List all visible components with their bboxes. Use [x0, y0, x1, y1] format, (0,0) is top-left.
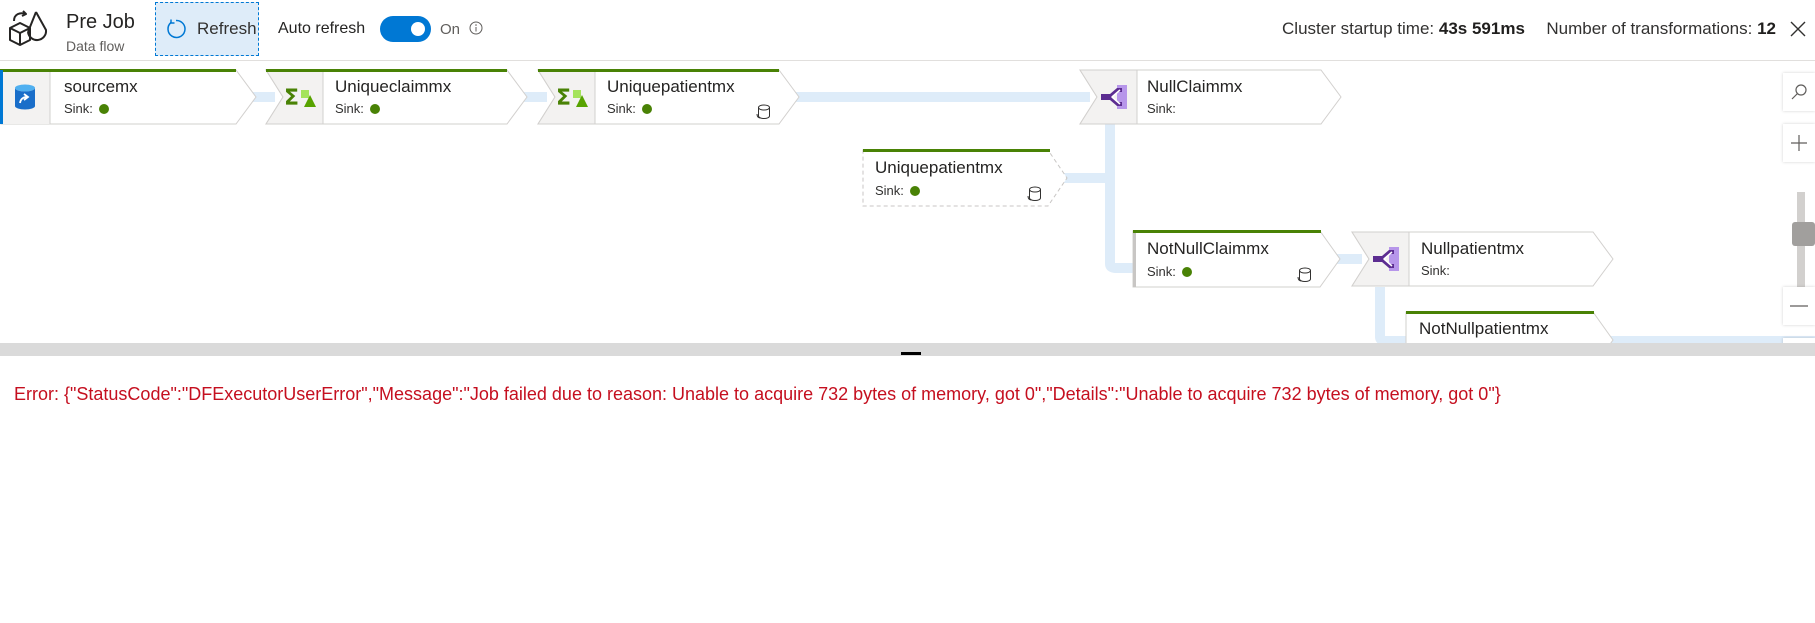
link-nullclaimmx-notnullclaimmx: [1105, 124, 1140, 273]
error-message: Error: {"StatusCode":"DFExecutorUserErro…: [14, 384, 1501, 404]
status-dot-success: [369, 103, 380, 114]
zoom-slider-track[interactable]: [1797, 192, 1805, 322]
svg-text:Σ: Σ: [284, 86, 299, 109]
panel-resize-divider[interactable]: [0, 343, 1815, 356]
node-sink-status: Sink:: [875, 183, 920, 198]
aggregate-icon: Σ: [284, 86, 316, 109]
transformations-label: Number of transformations:: [1546, 19, 1753, 38]
page-title: Pre Job: [66, 11, 135, 33]
cluster-startup-value: 43s 591ms: [1438, 19, 1525, 38]
info-icon[interactable]: [469, 21, 483, 35]
conditional-split-icon: [1373, 247, 1399, 271]
node-notnullpatientmx[interactable]: NotNullpatientmx: [1405, 311, 1617, 344]
node-nullclaimmx[interactable]: NullClaimmx Sink:: [1079, 69, 1344, 125]
sink-label: Sink:: [1147, 264, 1176, 279]
fit-to-screen-button[interactable]: [1783, 338, 1815, 344]
zoom-slider-thumb[interactable]: [1792, 222, 1815, 246]
auto-refresh-toggle[interactable]: [380, 16, 431, 42]
node-sink-status: Sink:: [1147, 101, 1176, 116]
node-nullpatientmx[interactable]: Nullpatientmx Sink:: [1351, 231, 1616, 287]
plus-icon: [1791, 135, 1807, 151]
status-dot-success: [641, 103, 652, 114]
source-database-icon: [15, 84, 35, 110]
status-dot-success: [98, 103, 109, 114]
auto-refresh-label: Auto refresh: [278, 20, 366, 37]
aggregate-icon: Σ: [556, 86, 588, 109]
auto-refresh-state: On: [440, 21, 461, 38]
sink-label: Sink:: [64, 101, 93, 116]
node-name: sourcemx: [64, 77, 138, 96]
dataflow-canvas[interactable]: sourcemx Sink: Σ Uniqueclaimmx Sink:: [0, 62, 1815, 344]
transformations-value: 12: [1757, 19, 1776, 38]
sink-label: Sink:: [875, 183, 904, 198]
dataflow-shapes-icon: [9, 10, 48, 46]
node-name: NotNullpatientmx: [1419, 319, 1549, 338]
cluster-startup-label: Cluster startup time:: [1282, 19, 1435, 38]
sink-label: Sink:: [1147, 101, 1176, 116]
page-subtitle: Data flow: [66, 38, 125, 54]
link-nullpatientmx-notnullpatientmx: [1375, 287, 1815, 344]
node-uniquepatientmx[interactable]: Σ Uniquepatientmx Sink:: [537, 69, 802, 125]
zoom-out-button[interactable]: [1783, 287, 1815, 325]
node-sourcemx[interactable]: sourcemx Sink:: [0, 69, 258, 125]
minus-icon: [1790, 305, 1808, 307]
close-icon[interactable]: [1786, 17, 1810, 41]
canvas-search-button[interactable]: [1783, 73, 1815, 111]
sink-label: Sink:: [607, 101, 636, 116]
sink-label: Sink:: [335, 101, 364, 116]
node-shape: [265, 69, 528, 125]
node-sink-status: Sink:: [64, 101, 109, 116]
node-name: NotNullClaimmx: [1147, 239, 1269, 258]
database-refresh-icon[interactable]: [756, 104, 771, 120]
node-sink-status: Sink:: [1421, 263, 1450, 278]
node-uniqueclaimmx[interactable]: Σ Uniqueclaimmx Sink:: [265, 69, 530, 125]
node-name: NullClaimmx: [1147, 77, 1243, 96]
node-sink-status: Sink:: [335, 101, 380, 116]
node-name: Uniquepatientmx: [875, 158, 1003, 177]
svg-text:Σ: Σ: [556, 86, 571, 109]
node-name: Nullpatientmx: [1421, 239, 1524, 258]
refresh-label: Refresh: [197, 19, 257, 38]
node-uniquepatientmx-reference[interactable]: Uniquepatientmx Sink:: [862, 149, 1072, 207]
status-dot-success: [1181, 266, 1192, 277]
database-refresh-icon[interactable]: [1027, 186, 1042, 202]
status-dot-success: [909, 185, 920, 196]
refresh-button[interactable]: Refresh: [155, 2, 259, 56]
database-refresh-icon[interactable]: [1297, 267, 1312, 283]
zoom-in-button[interactable]: [1783, 124, 1815, 162]
sink-label: Sink:: [1421, 263, 1450, 278]
node-sink-status: Sink:: [607, 101, 652, 116]
refresh-icon: [167, 19, 186, 39]
node-sink-status: Sink:: [1147, 264, 1192, 279]
node-notnullclaimmx[interactable]: NotNullClaimmx Sink:: [1132, 230, 1344, 288]
header-bar: Pre Job Data flow Refresh Auto refresh O…: [0, 0, 1815, 61]
search-icon: [1791, 84, 1807, 100]
conditional-split-icon: [1101, 85, 1127, 109]
node-shape: [1405, 311, 1614, 344]
run-stats: Cluster startup time: 43s 591ms Number o…: [1282, 19, 1776, 39]
toggle-knob: [411, 22, 425, 36]
node-name: Uniquepatientmx: [607, 77, 735, 96]
node-name: Uniqueclaimmx: [335, 77, 452, 96]
node-shape: [537, 69, 800, 125]
connection-lines: [250, 92, 1815, 344]
resize-grip-handle[interactable]: [901, 352, 921, 355]
